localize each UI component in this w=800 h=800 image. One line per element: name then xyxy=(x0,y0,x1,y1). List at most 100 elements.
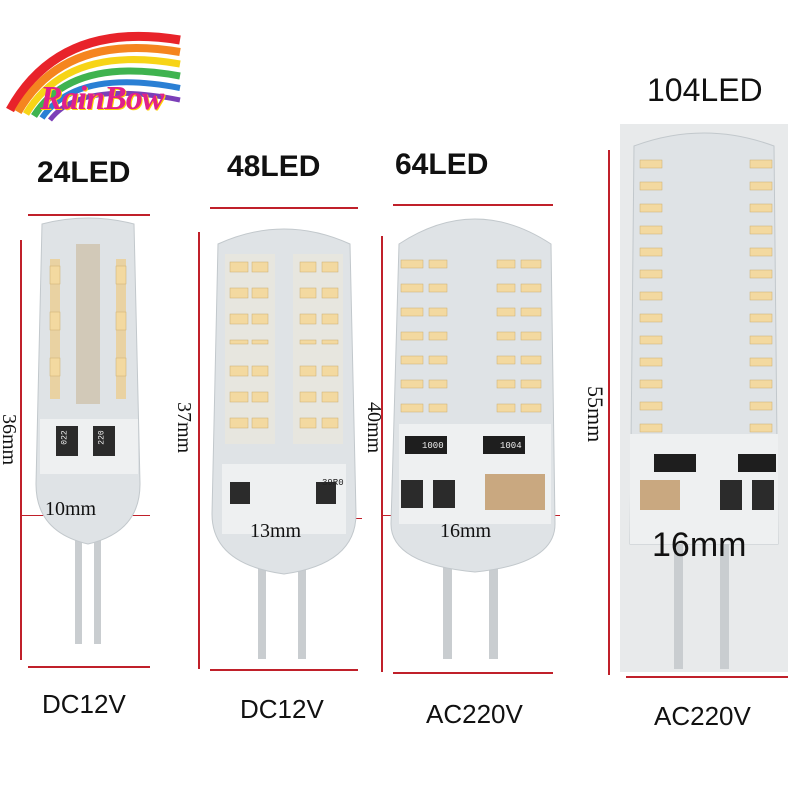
led-chip xyxy=(496,283,516,293)
led-chip xyxy=(520,403,542,413)
top-measure-line xyxy=(210,207,358,209)
led-chip xyxy=(229,417,249,429)
bulb-48led-image xyxy=(211,228,357,659)
led-chip xyxy=(400,355,424,365)
led-chip xyxy=(639,379,663,389)
bulb-104led-image xyxy=(620,124,788,672)
led-chip xyxy=(251,313,269,325)
led-chip xyxy=(428,307,448,317)
led-chip xyxy=(520,379,542,389)
led-chip xyxy=(428,259,448,269)
bottom-measure-line xyxy=(393,672,553,674)
led-chip xyxy=(749,159,773,169)
led-chip xyxy=(321,261,339,273)
led-chip xyxy=(400,307,424,317)
led-chip xyxy=(639,247,663,257)
width-label-104led: 16mm xyxy=(652,526,747,564)
led-chip xyxy=(251,417,269,429)
bulb-24led-image xyxy=(35,217,141,644)
led-chip xyxy=(229,287,249,299)
led-chip xyxy=(428,331,448,341)
led-chip xyxy=(639,159,663,169)
led-chip xyxy=(400,403,424,413)
led-chip xyxy=(639,423,663,433)
led-chip xyxy=(520,307,542,317)
bulb-title-24led: 24LED xyxy=(37,156,131,189)
chip-label: 220 xyxy=(97,430,107,445)
led-chip xyxy=(496,259,516,269)
led-chip xyxy=(428,403,448,413)
led-chip xyxy=(49,265,61,285)
led-chip xyxy=(400,283,424,293)
led-chip xyxy=(321,287,339,299)
led-chip xyxy=(749,313,773,323)
voltage-104led: AC220V xyxy=(654,701,751,731)
led-chip xyxy=(251,261,269,273)
led-chip xyxy=(749,269,773,279)
led-chip xyxy=(749,247,773,257)
top-measure-line xyxy=(28,214,150,216)
led-chip xyxy=(639,335,663,345)
led-chip xyxy=(749,401,773,411)
led-chip xyxy=(520,259,542,269)
led-chip xyxy=(229,339,249,345)
voltage-64led: AC220V xyxy=(426,699,523,729)
bulb-title-104led: 104LED xyxy=(647,72,763,108)
led-chip xyxy=(229,365,249,377)
led-chip xyxy=(749,181,773,191)
voltage-24led: DC12V xyxy=(42,689,126,719)
height-measure-line xyxy=(608,150,610,675)
bottom-measure-line xyxy=(28,666,150,668)
led-chip xyxy=(639,269,663,279)
height-label-24led: 36mm xyxy=(0,414,20,466)
led-chip xyxy=(251,339,269,345)
chip-label: 39R0 xyxy=(322,478,344,488)
led-chip xyxy=(639,313,663,323)
led-chip xyxy=(229,261,249,273)
bulb-64led-image xyxy=(390,218,556,659)
led-chip xyxy=(749,225,773,235)
led-chip xyxy=(496,331,516,341)
led-chip xyxy=(749,357,773,367)
width-label-48led: 13mm xyxy=(250,520,302,542)
led-chip xyxy=(749,203,773,213)
led-chip xyxy=(749,291,773,301)
top-measure-line xyxy=(393,204,553,206)
height-measure-line xyxy=(198,232,200,669)
led-chip xyxy=(400,331,424,341)
height-measure-line xyxy=(20,240,22,660)
led-chip xyxy=(749,335,773,345)
logo-text: RainBow xyxy=(40,80,164,117)
led-chip xyxy=(400,379,424,389)
voltage-48led: DC12V xyxy=(240,694,324,724)
led-chip xyxy=(520,331,542,341)
led-chip xyxy=(639,225,663,235)
bulb-title-64led: 64LED xyxy=(395,148,489,181)
led-chip xyxy=(496,355,516,365)
led-chip xyxy=(639,291,663,301)
led-chip xyxy=(115,265,127,285)
led-chip xyxy=(321,391,339,403)
led-chip xyxy=(400,259,424,269)
led-chip xyxy=(299,261,317,273)
width-label-64led: 16mm xyxy=(440,520,492,542)
led-chip xyxy=(299,391,317,403)
bottom-measure-line xyxy=(626,676,788,678)
led-chip xyxy=(321,417,339,429)
led-chip xyxy=(49,357,61,377)
chip-label: 1004 xyxy=(500,441,522,451)
led-chip xyxy=(639,401,663,411)
led-chip xyxy=(115,311,127,331)
chip-label: 022 xyxy=(60,430,70,445)
led-chip xyxy=(251,365,269,377)
led-chip xyxy=(321,339,339,345)
led-chip xyxy=(428,379,448,389)
led-chip xyxy=(251,391,269,403)
led-chip xyxy=(299,365,317,377)
led-chip xyxy=(428,283,448,293)
led-chip xyxy=(520,355,542,365)
led-chip xyxy=(321,313,339,325)
led-chip xyxy=(49,311,61,331)
led-chip xyxy=(229,391,249,403)
led-chip xyxy=(428,355,448,365)
